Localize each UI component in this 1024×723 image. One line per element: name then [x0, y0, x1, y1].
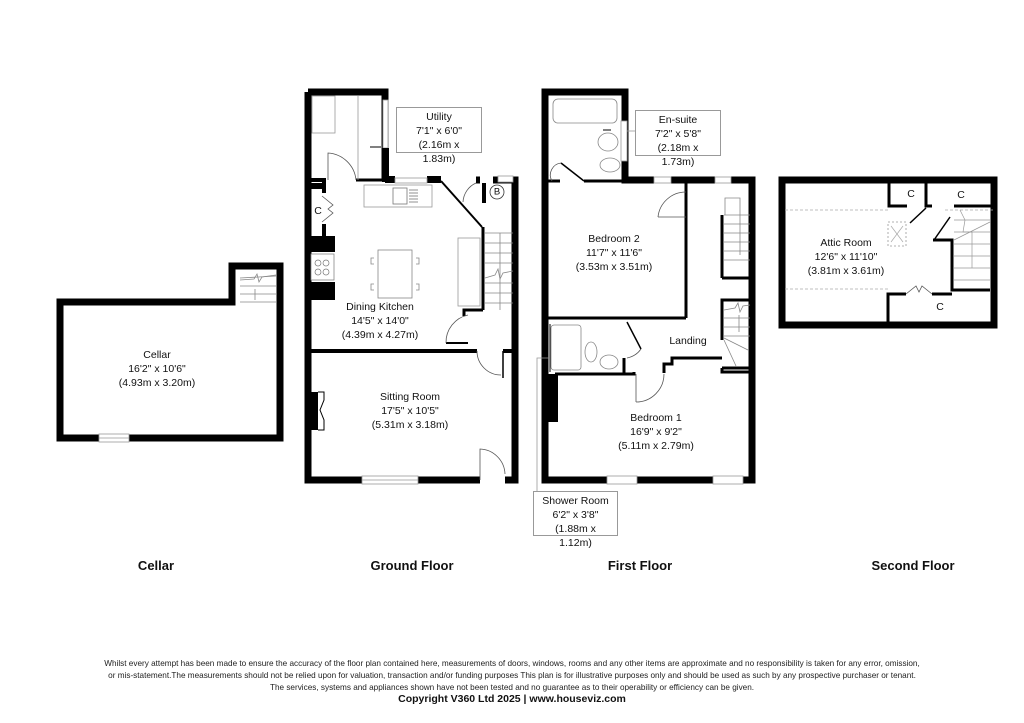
- room-label-landing: Landing: [669, 334, 706, 348]
- room-name: En-suite: [658, 114, 698, 126]
- cupboard-marker-attic-2: C: [957, 189, 965, 201]
- room-label-bedroom-2: Bedroom 2 11'7" x 11'6" (3.53m x 3.51m): [576, 232, 652, 274]
- room-callout-shower-room: Shower Room 6'2" x 3'8" (1.88m x 1.12m): [533, 491, 618, 549]
- room-size-metric: (1.88m x 1.12m): [555, 523, 596, 549]
- ground-floor-plan: [304, 88, 519, 485]
- room-name: Shower Room: [542, 495, 609, 507]
- room-size-metric: (4.93m x 3.20m): [118, 377, 196, 389]
- cupboard-marker-attic-1: C: [907, 188, 915, 200]
- room-size-imperial: 6'2" x 3'8": [552, 509, 599, 521]
- first-floor-plan: [536, 88, 756, 495]
- room-size-imperial: 12'6" x 11'10": [814, 251, 878, 263]
- room-name: Sitting Room: [379, 391, 441, 403]
- room-size-metric: (2.18m x 1.73m): [657, 142, 699, 168]
- floor-title-first: First Floor: [607, 558, 673, 573]
- cupboard-marker-ground: C: [314, 205, 322, 217]
- cupboard-marker-attic-3: C: [936, 301, 944, 313]
- room-size-imperial: 16'9" x 9'2": [630, 426, 682, 438]
- room-name: Attic Room: [820, 237, 872, 249]
- disclaimer-line-1: Whilst every attempt has been made to en…: [104, 659, 920, 668]
- room-label-dining-kitchen: Dining Kitchen 14'5" x 14'0" (4.39m x 4.…: [342, 300, 418, 342]
- second-floor-plan: [778, 176, 998, 329]
- cellar-plan: [56, 262, 284, 443]
- floor-title-second: Second Floor: [871, 558, 955, 573]
- room-size-imperial: 17'5" x 10'5": [381, 405, 439, 417]
- room-name: Cellar: [143, 349, 171, 361]
- room-callout-utility: Utility 7'1" x 6'0" (2.16m x 1.83m): [396, 107, 482, 165]
- floor-title-cellar: Cellar: [137, 558, 175, 573]
- room-size-metric: (5.11m x 2.79m): [618, 440, 694, 452]
- room-label-attic-room: Attic Room 12'6" x 11'10" (3.81m x 3.61m…: [808, 236, 884, 278]
- boiler-marker: B: [493, 186, 501, 198]
- room-size-imperial: 7'1" x 6'0": [416, 125, 462, 137]
- room-size-imperial: 14'5" x 14'0": [351, 315, 409, 327]
- room-size-imperial: 11'7" x 11'6": [585, 247, 643, 259]
- floor-title-ground: Ground Floor: [370, 558, 454, 573]
- room-name: Bedroom 1: [630, 412, 682, 424]
- room-name: Bedroom 2: [588, 233, 640, 245]
- room-size-imperial: 7'2" x 5'8": [655, 128, 701, 140]
- room-size-imperial: 16'2" x 10'6": [128, 363, 186, 375]
- room-callout-en-suite: En-suite 7'2" x 5'8" (2.18m x 1.73m): [635, 110, 721, 168]
- room-name: Utility: [426, 111, 452, 123]
- room-size-metric: (5.31m x 3.18m): [371, 419, 449, 431]
- room-label-cellar: Cellar 16'2" x 10'6" (4.93m x 3.20m): [119, 348, 195, 390]
- room-label-bedroom-1: Bedroom 1 16'9" x 9'2" (5.11m x 2.79m): [618, 411, 694, 453]
- copyright-notice: Copyright V360 Ltd 2025 | www.houseviz.c…: [398, 693, 626, 705]
- room-size-metric: (4.39m x 4.27m): [341, 329, 419, 341]
- room-name: Landing: [669, 335, 707, 347]
- disclaimer-line-2: or mis-statement.The measurements should…: [108, 671, 916, 680]
- room-label-sitting-room: Sitting Room 17'5" x 10'5" (5.31m x 3.18…: [372, 390, 448, 432]
- room-size-metric: (3.81m x 3.61m): [807, 265, 885, 277]
- room-name: Dining Kitchen: [346, 301, 414, 313]
- room-size-metric: (2.16m x 1.83m): [418, 139, 460, 165]
- room-size-metric: (3.53m x 3.51m): [575, 261, 653, 273]
- disclaimer-line-3: The services, systems and appliances sho…: [269, 683, 755, 692]
